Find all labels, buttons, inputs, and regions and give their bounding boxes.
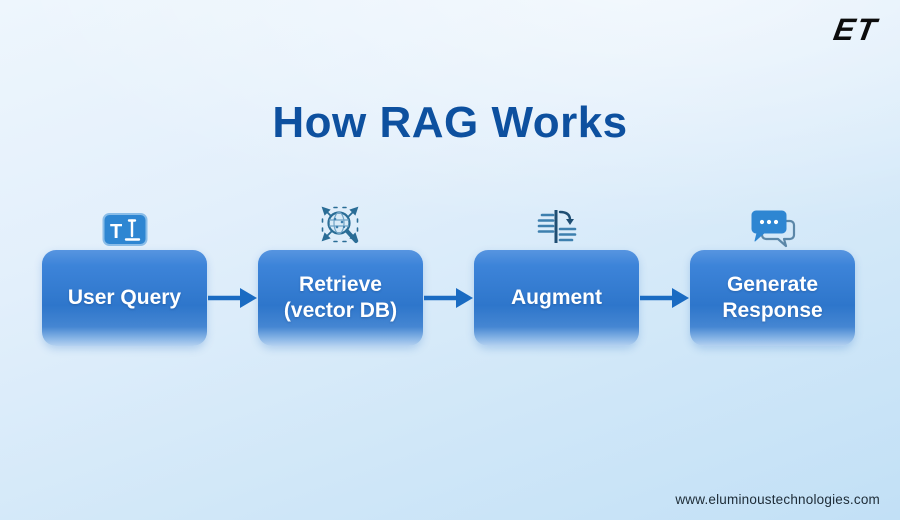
page-title: How RAG Works: [272, 98, 628, 147]
step-label: User Query: [67, 285, 182, 309]
flow-step-user-query: T User Query: [42, 203, 207, 346]
company-logo: ET: [831, 12, 882, 47]
text-input-cursor-icon: T: [101, 203, 149, 249]
vector-search-icon: [318, 203, 364, 249]
flow-arrow-icon: [639, 250, 690, 346]
step-label: Augment: [511, 285, 602, 309]
flow-step-augment: Augment: [474, 203, 639, 346]
step-box-retrieve: Retrieve (vector DB): [258, 250, 423, 346]
step-box-user-query: User Query: [42, 250, 207, 346]
website-url: www.eluminoustechnologies.com: [675, 492, 880, 507]
merge-text-icon: [534, 203, 580, 249]
chat-bubbles-icon: [748, 203, 798, 249]
step-box-generate-response: Generate Response: [690, 250, 855, 346]
flow-arrow-icon: [207, 250, 258, 346]
step-box-augment: Augment: [474, 250, 639, 346]
step-label: Retrieve (vector DB): [283, 272, 398, 322]
flow-step-retrieve: Retrieve (vector DB): [258, 203, 423, 346]
svg-text:T: T: [110, 221, 122, 243]
flow-arrow-icon: [423, 250, 474, 346]
rag-flow-diagram: T User Query: [42, 203, 855, 346]
step-label: Generate Response: [722, 272, 823, 322]
flow-step-generate-response: Generate Response: [690, 203, 855, 346]
